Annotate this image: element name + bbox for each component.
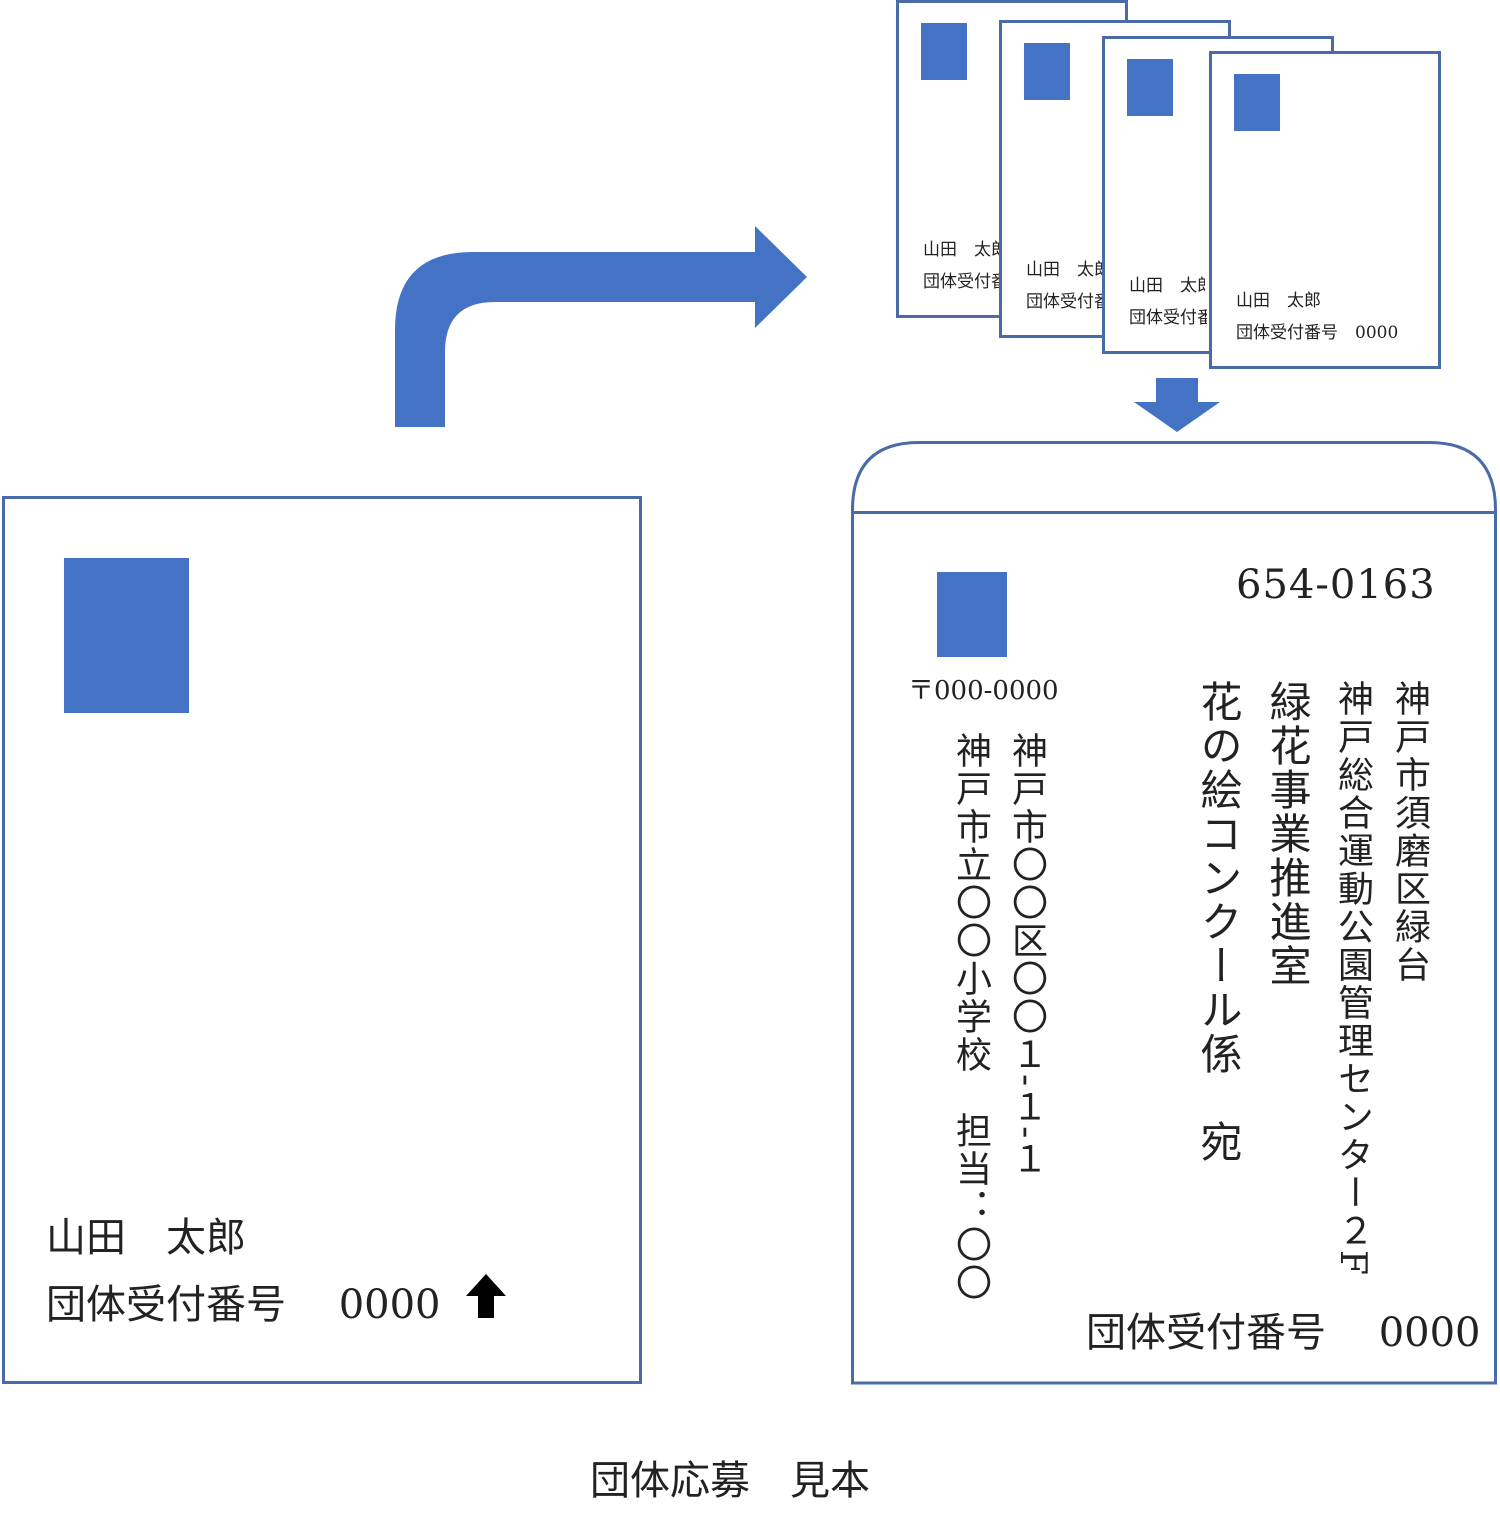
paper-name: 山田 太郎 <box>46 1215 246 1261</box>
card-name: 山田 太郎 <box>1236 291 1321 311</box>
paper-stamp-area <box>64 558 189 713</box>
card-name: 山田 太郎 <box>923 240 999 260</box>
recipient-address-line2: 神戸総合運動公園管理センター２F <box>1332 680 1373 1277</box>
card-stamp-area <box>1127 59 1173 116</box>
sender-postal-code: 〒000-0000 <box>908 676 1059 706</box>
card-stamp-area <box>1234 74 1280 131</box>
envelope-flap-line <box>851 511 1497 514</box>
recipient-address-line1: 神戸市須磨区緑台 <box>1389 680 1430 984</box>
card-group-number: 団体受付番号 0000 <box>923 272 1001 292</box>
stacked-card: 山田 太郎 団体受付番号 0000 <box>1209 51 1441 369</box>
down-arrow-icon <box>1134 378 1220 432</box>
card-stamp-area <box>1024 43 1070 100</box>
recipient-department: 緑花事業推進室 <box>1263 680 1312 988</box>
card-group-number: 団体受付番号 0000 <box>1236 323 1399 343</box>
card-name: 山田 太郎 <box>1026 260 1102 280</box>
sender-address: 神戸市〇〇区〇〇１-１-１ <box>1006 732 1047 1179</box>
card-name: 山田 太郎 <box>1129 276 1205 296</box>
card-group-number: 団体受付番号 0000 <box>1129 308 1207 328</box>
figure-caption: 団体応募 見本 <box>590 1458 870 1504</box>
sender-school: 神戸市立〇〇小学校 担当：〇〇 <box>950 732 991 1302</box>
envelope-stamp-area <box>937 572 1007 657</box>
bent-right-arrow-icon <box>395 226 807 427</box>
envelope-group-number: 団体受付番号 0000 <box>1086 1310 1481 1356</box>
recipient-postal-code: 654-0163 <box>1236 562 1436 608</box>
up-arrow-icon <box>466 1274 506 1318</box>
card-group-number: 団体受付番号 0000 <box>1026 292 1104 312</box>
envelope-outline <box>851 441 1497 1385</box>
recipient-section: 花の絵コンクール係 宛 <box>1194 680 1243 1164</box>
paper-group-number: 団体受付番号 0000 <box>46 1282 441 1328</box>
card-stamp-area <box>921 23 967 80</box>
